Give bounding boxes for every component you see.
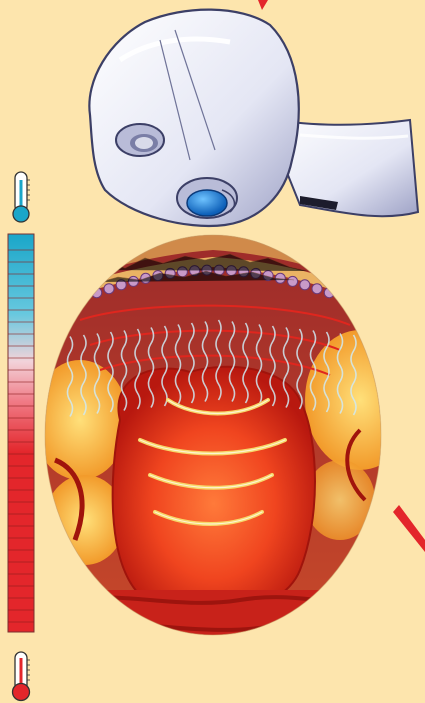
device-button: [187, 190, 227, 216]
basal-cell: [104, 284, 114, 294]
arrow-accent-top: [258, 0, 268, 10]
basal-cell: [361, 301, 371, 311]
heated-core: [113, 367, 315, 616]
cold-thermometer-icon: [13, 172, 30, 222]
basal-cell: [288, 276, 298, 286]
tissue-cross-section: [32, 230, 415, 650]
arrow-accent-right: [393, 505, 425, 552]
basal-cell: [300, 280, 310, 290]
basal-cell: [55, 301, 65, 311]
basal-cell: [67, 297, 77, 307]
temperature-scale: [8, 234, 34, 632]
handheld-rf-device-icon: [89, 10, 418, 226]
basal-cell: [80, 292, 90, 302]
basal-cell: [337, 292, 347, 302]
hot-thermometer-icon: [13, 652, 31, 701]
basal-cell: [324, 288, 334, 298]
basal-cell: [349, 297, 359, 307]
basal-cell: [92, 288, 102, 298]
basal-cell: [312, 284, 322, 294]
